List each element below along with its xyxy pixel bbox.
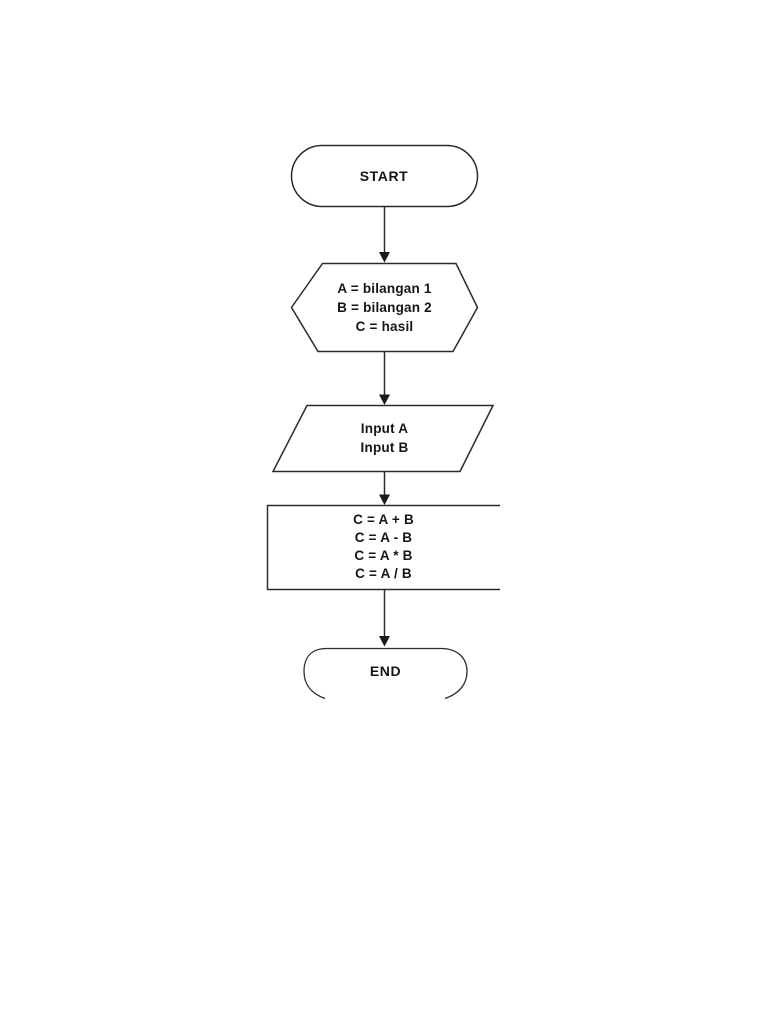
input-node-label: Input A Input B	[291, 419, 478, 457]
start-text: START	[359, 168, 409, 184]
end-node-label: END	[304, 649, 467, 694]
process-line-4: C = A / B	[355, 566, 412, 581]
process-line-3: C = A * B	[354, 548, 413, 563]
arrowhead-preparation-input	[379, 394, 390, 405]
arrowhead-input-process	[379, 494, 390, 505]
preparation-line-1: A = bilangan 1	[337, 281, 432, 296]
preparation-line-3: C = hasil	[355, 319, 414, 334]
arrowhead-start-preparation	[379, 252, 390, 263]
process-line-1: C = A + B	[353, 512, 414, 527]
preparation-hexagon-shape	[290, 262, 479, 353]
preparation-node-label: A = bilangan 1 B = bilangan 2 C = hasil	[291, 279, 478, 336]
process-node-label: C = A + B C = A - B C = A * B C = A / B	[267, 511, 500, 583]
preparation-line-2: B = bilangan 2	[337, 300, 432, 315]
input-line-2: Input B	[360, 440, 409, 455]
input-line-1: Input A	[360, 421, 409, 436]
arrowhead-process-end	[379, 636, 390, 647]
input-parallelogram-shape	[271, 404, 495, 473]
process-line-2: C = A - B	[354, 530, 413, 545]
end-text: END	[369, 663, 402, 679]
start-node-label: START	[291, 146, 477, 207]
end-terminator-shape	[303, 647, 468, 700]
